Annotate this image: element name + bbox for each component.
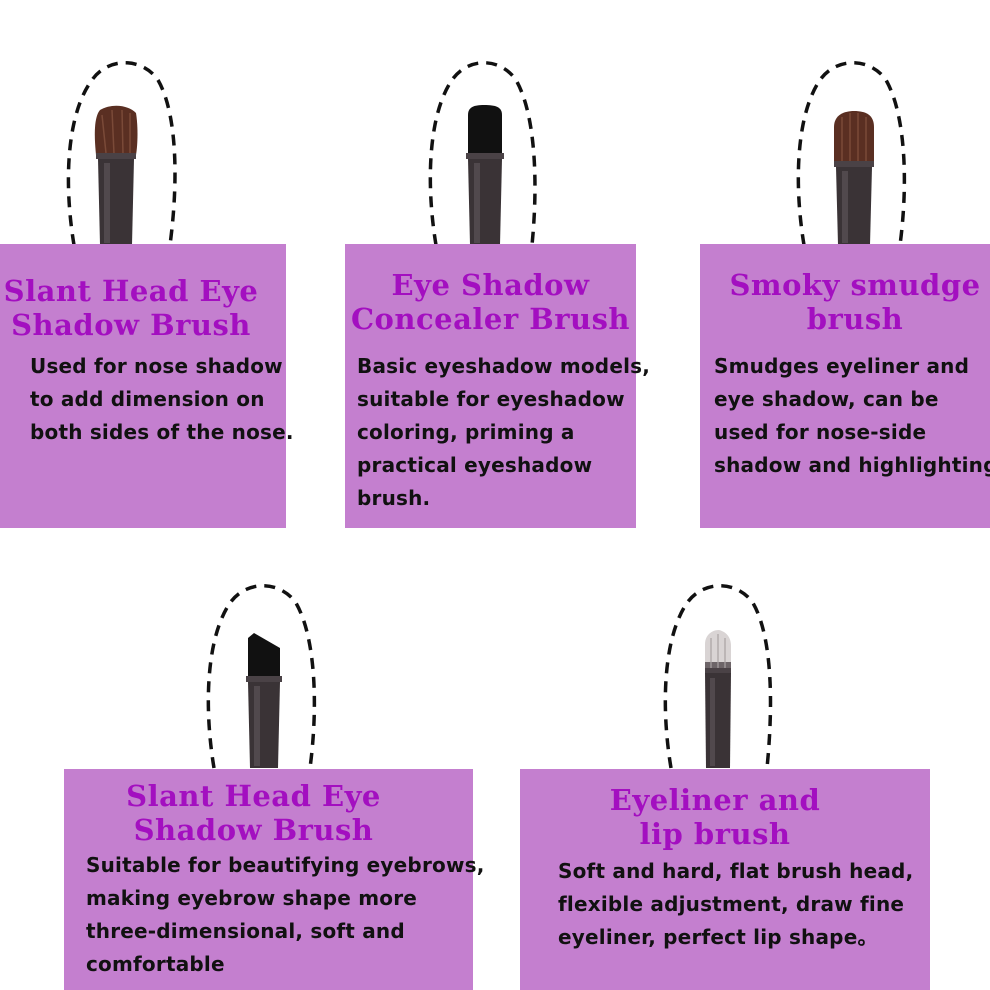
card-description: Basic eyeshadow models, suitable for eye… <box>357 354 651 510</box>
card-title: Slant Head Eye Shadow Brush <box>126 779 381 847</box>
brush-card-eye-shadow-concealer: Eye Shadow Concealer Brush Basic eyeshad… <box>345 244 650 528</box>
card-title: Eyeliner and lip brush <box>609 783 821 851</box>
angled-eye-shadow-brush-icon <box>66 61 177 246</box>
brush-card-slant-head-eye-shadow-2: Slant Head Eye Shadow Brush Suitable for… <box>64 769 484 990</box>
smudge-brush-icon <box>796 61 907 246</box>
brush-card-slant-head-eye-shadow-1: Slant Head Eye Shadow Brush Used for nos… <box>0 244 294 528</box>
card-description: Smudges eyeliner and eye shadow, can be … <box>714 354 990 477</box>
card-title: Eye Shadow Concealer Brush <box>350 268 631 336</box>
angled-eyebrow-brush-icon <box>206 584 317 769</box>
card-title: Smoky smudge brush <box>729 268 981 336</box>
brush-card-smoky-smudge: Smoky smudge brush Smudges eyeliner and … <box>700 244 990 528</box>
card-description: Used for nose shadow to add dimension on… <box>30 354 294 444</box>
flat-eye-shadow-brush-icon <box>428 61 537 246</box>
card-title: Slant Head Eye Shadow Brush <box>3 274 259 342</box>
card-description: Soft and hard, flat brush head, flexible… <box>558 859 914 949</box>
eyeliner-lip-brush-icon <box>663 584 773 769</box>
brush-card-eyeliner-lip: Eyeliner and lip brush Soft and hard, fl… <box>520 769 930 990</box>
card-description: Suitable for beautifying eyebrows, makin… <box>86 853 485 976</box>
